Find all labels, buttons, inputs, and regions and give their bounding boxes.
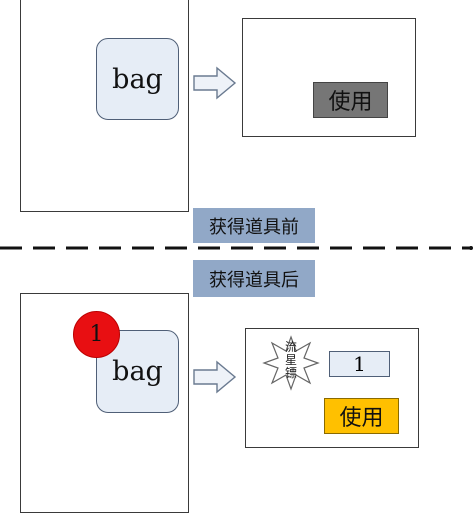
use-button-label: 使用 xyxy=(328,90,373,115)
bag-label: bag xyxy=(112,63,163,95)
badge-count: 1 xyxy=(89,322,104,347)
item-name: 流星镖 xyxy=(284,340,297,380)
caption-after: 获得道具后 xyxy=(193,260,315,297)
caption-before: 获得道具前 xyxy=(193,208,315,243)
right-arrow-icon xyxy=(193,66,237,100)
use-button-disabled[interactable]: 使用 xyxy=(313,82,388,118)
caption-before-text: 获得道具前 xyxy=(209,216,299,238)
caption-after-text: 获得道具后 xyxy=(209,269,299,291)
right-arrow-icon xyxy=(193,360,237,394)
bag-button-before[interactable]: bag xyxy=(96,38,179,120)
item-quantity-value: 1 xyxy=(353,352,366,376)
shuriken-item-icon[interactable] xyxy=(262,334,320,392)
use-button-label: 使用 xyxy=(339,406,384,431)
item-quantity-field: 1 xyxy=(329,351,390,377)
item-detail-panel-before xyxy=(242,18,416,137)
notification-badge: 1 xyxy=(73,311,120,358)
divider-dashed-line xyxy=(0,246,473,250)
use-button-active[interactable]: 使用 xyxy=(324,398,399,434)
bag-label: bag xyxy=(112,356,163,387)
